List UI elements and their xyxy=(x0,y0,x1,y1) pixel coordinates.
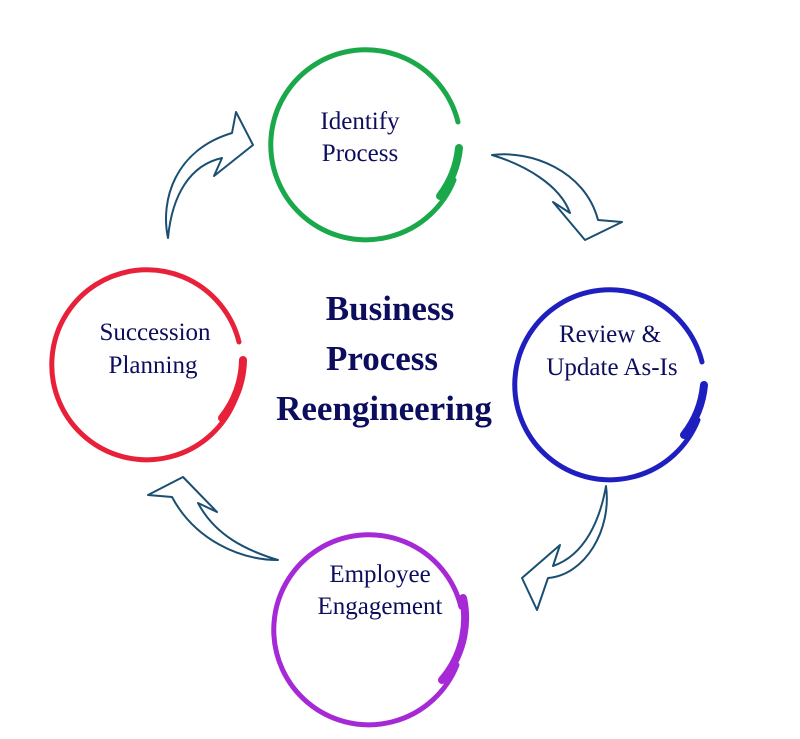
node-engagement-label-line2: Engagement xyxy=(318,593,443,620)
center-title-line2: Process xyxy=(326,339,438,378)
arrow-succession-to-identify xyxy=(165,111,254,239)
center-title-line3: Reengineering xyxy=(276,389,492,428)
node-identify-process: Identify Process xyxy=(268,47,463,243)
node-review-label-line1: Review & xyxy=(559,321,661,348)
center-title: Business Process Reengineering xyxy=(276,289,492,428)
arrow-review-to-engagement xyxy=(521,485,608,611)
arrow-identify-to-review xyxy=(491,153,623,241)
node-succession-planning: Succession Planning xyxy=(49,267,247,463)
node-employee-engagement: Employee Engagement xyxy=(271,532,470,728)
node-engagement-label-line1: Employee xyxy=(329,561,430,588)
node-identify-label-line1: Identify xyxy=(320,108,400,135)
node-succession-label-line2: Planning xyxy=(109,352,198,379)
node-review-label-line2: Update As-Is xyxy=(546,354,677,381)
arrow-engagement-to-succession xyxy=(147,476,279,561)
node-succession-label-line1: Succession xyxy=(99,319,211,346)
node-review-update: Review & Update As-Is xyxy=(512,287,708,483)
center-title-line1: Business xyxy=(326,289,454,328)
node-identify-label-line2: Process xyxy=(322,140,398,167)
